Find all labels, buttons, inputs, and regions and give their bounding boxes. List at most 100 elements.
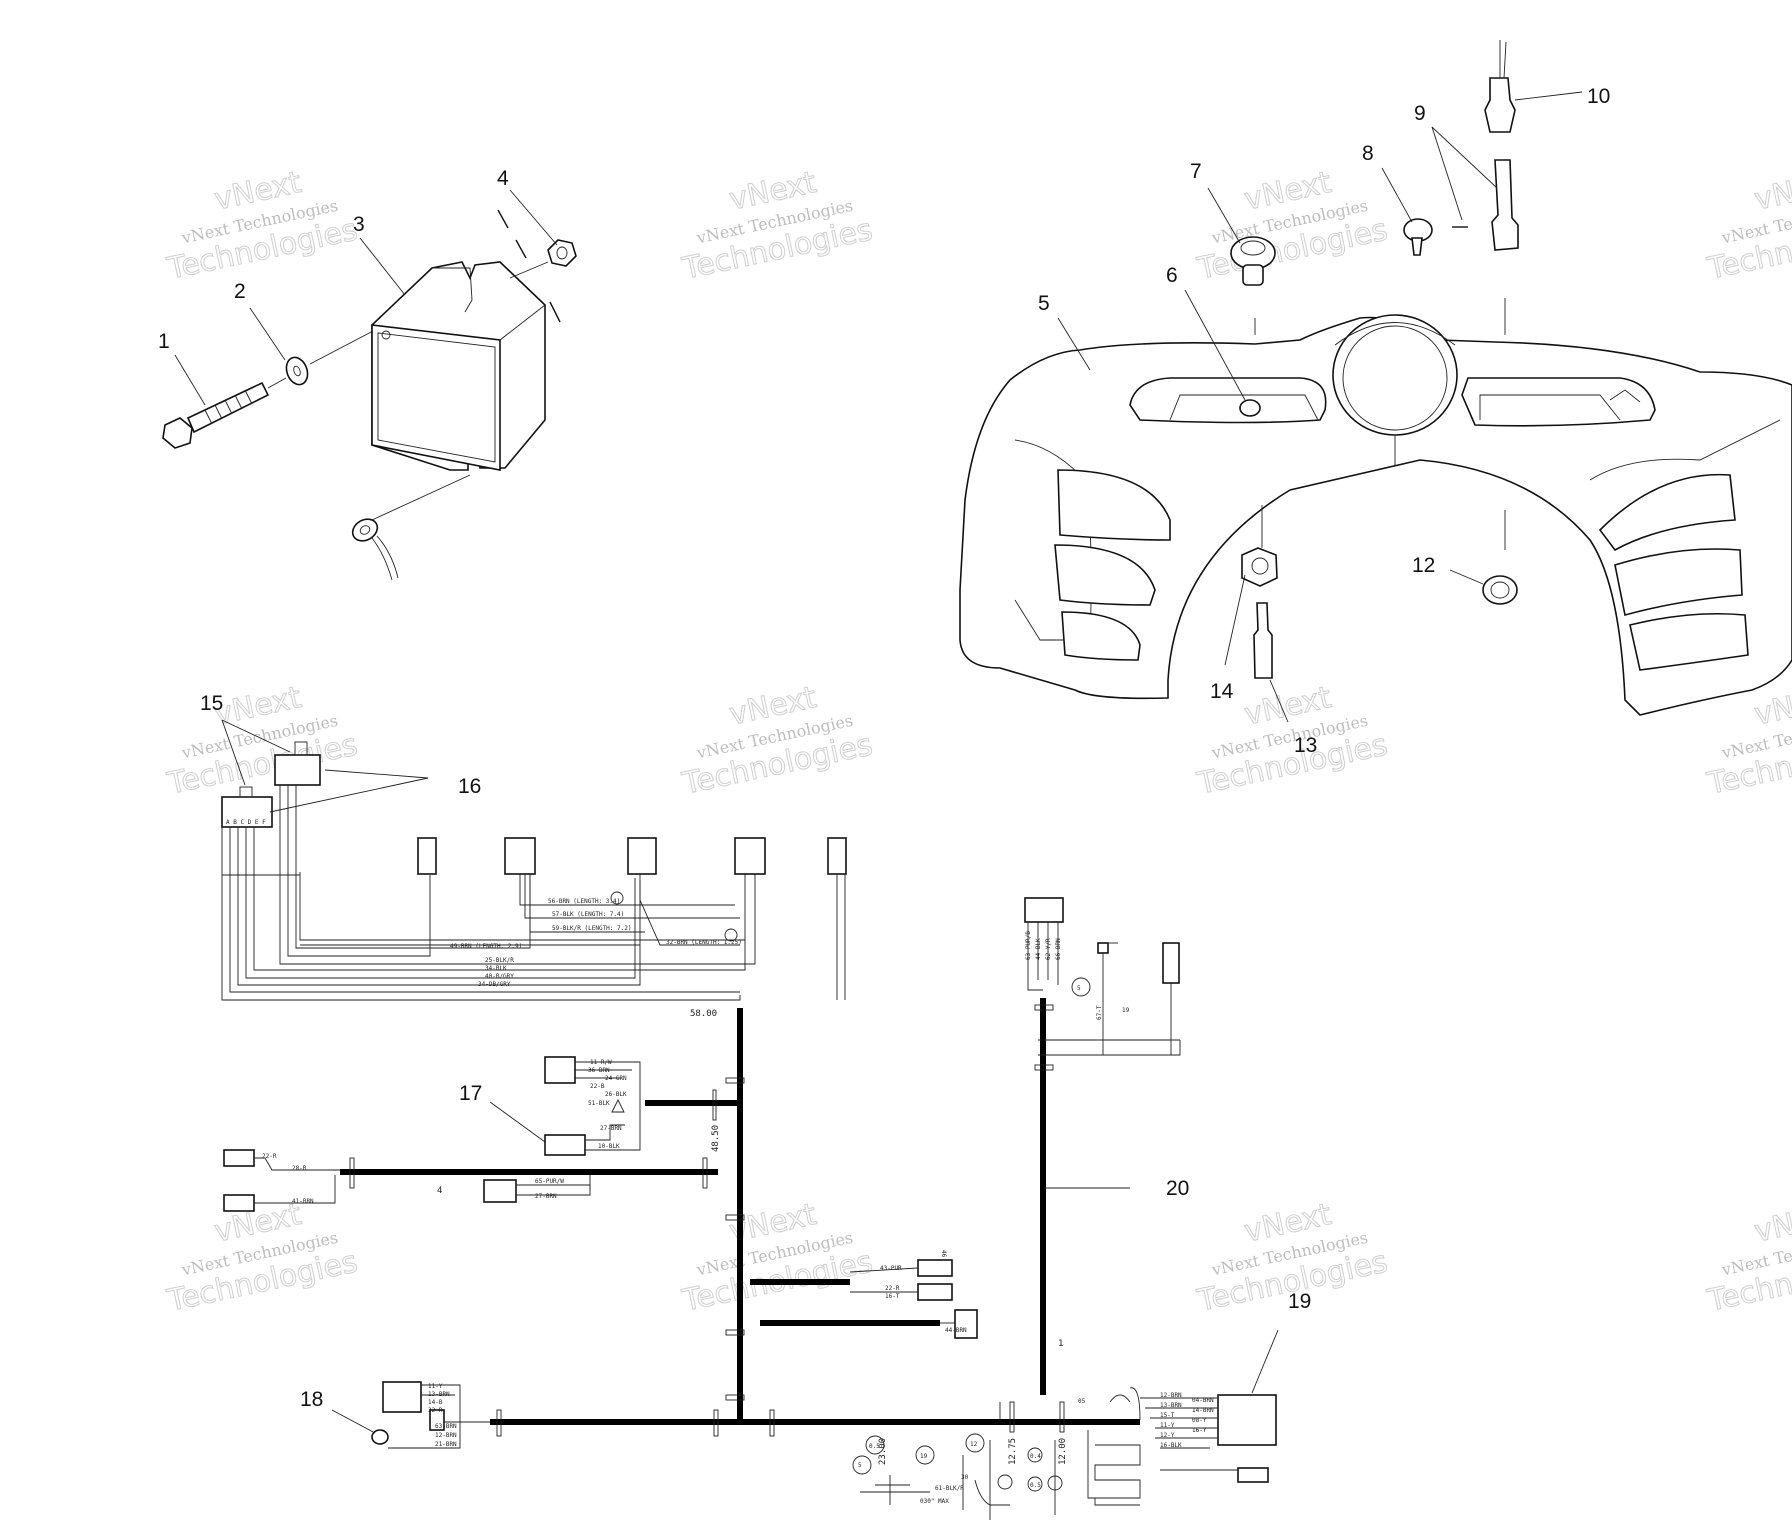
harness-clips [349, 1004, 1065, 1437]
connector-letters: A B C D E F [226, 819, 266, 826]
watermark-9: vNext vNext Technologies Technologies [163, 1197, 361, 1320]
wire-label-e2: 34-BLK [485, 965, 507, 972]
right-vent-pods [1589, 419, 1781, 671]
connector-17: 11-R/W 36-BRN 24-GRN 22-B 26-BLK 51-BLK … [544, 1056, 641, 1156]
dim-max: 030" MAX [920, 1498, 949, 1505]
panel-nut-b-part [1482, 575, 1518, 605]
nut-part [497, 209, 577, 323]
dim-58: 58.00 [690, 1009, 717, 1019]
wire-top-b: 44-BLK [1035, 938, 1042, 960]
label-46: 46 [940, 1250, 947, 1258]
bulb-socket-part [1253, 602, 1273, 679]
wire-17g: 27-BRN [600, 1125, 622, 1132]
wire-left-a: 22-R [262, 1153, 277, 1160]
dim-12-00: 12.00 [1058, 1438, 1068, 1465]
dim-23: 23.00 [878, 1438, 888, 1465]
wire-46c: 16-T [885, 1293, 900, 1300]
callout-14: 14 [1210, 680, 1234, 703]
wire-mid-b: 27-BRN [535, 1193, 557, 1200]
wire-d [639, 874, 740, 946]
callout-17: 17 [459, 1082, 482, 1105]
wire-17d: 22-B [590, 1083, 605, 1090]
circle-19: 19 [920, 1453, 928, 1460]
wire-19a: 12-BRN [1160, 1392, 1182, 1399]
circle-05a: 0.5 [869, 1443, 880, 1450]
wire-17f: 51-BLK [588, 1100, 610, 1107]
wire-19d: 11-Y [1160, 1422, 1175, 1429]
indicator-lamp-part [1239, 399, 1261, 417]
label-4: 4 [437, 1186, 442, 1196]
label-19: 19 [1122, 1007, 1130, 1014]
callout-8: 8 [1362, 142, 1374, 165]
wire-bot: 61-BLK/R [935, 1485, 964, 1492]
wire-17e: 26-BLK [605, 1091, 627, 1098]
wire-19e: 12-Y [1160, 1432, 1175, 1439]
connector-18: 11-Y 13-BRN 14-B 32-R 63-BRN 12-BRN 21-B… [371, 1381, 490, 1449]
leader-15b [221, 719, 291, 753]
watermark-text-a: vNext [1751, 165, 1792, 218]
middle-connector: 65-PUR/W 27-BRN [483, 1175, 591, 1203]
leader-17 [489, 1101, 546, 1143]
leader-7 [1207, 187, 1241, 244]
label-1: 1 [1058, 1339, 1063, 1349]
leader-1 [174, 354, 206, 406]
callout-6: 6 [1166, 264, 1178, 287]
leader-6 [1184, 289, 1246, 401]
watermark-4: vNext vNext Technologies Technologies [1703, 165, 1792, 288]
left-vent-pods [1014, 439, 1171, 661]
leader-16a [324, 769, 429, 779]
wire-19h: 14-BRN [1192, 1407, 1214, 1414]
wire-17c: 24-GRN [605, 1075, 627, 1082]
left-connectors: 22-R 28-R 41-BRN [223, 1149, 340, 1212]
callout-1: 1 [158, 330, 170, 353]
wire-18b: 13-BRN [428, 1391, 450, 1398]
callout-10: 10 [1587, 85, 1610, 108]
leader-10 [1514, 91, 1583, 101]
wire-top-c: 62-Y/R [1045, 938, 1052, 960]
wire-left-b: 28-R [292, 1165, 307, 1172]
watermark-6: vNext vNext Technologies Technologies [678, 680, 876, 803]
ground-terminal-part [351, 474, 471, 581]
leader-14 [1224, 574, 1246, 666]
watermark-3: vNext vNext Technologies Technologies [1193, 165, 1391, 288]
leader-8 [1381, 167, 1413, 223]
bolt-part [162, 381, 270, 449]
wire-top-d: 66-BRN [1055, 938, 1062, 960]
fuse-holder-part [1452, 159, 1519, 251]
label-05: 05 [1078, 1398, 1086, 1405]
dim-48: 48.50 [711, 1125, 721, 1152]
callout-9: 9 [1414, 102, 1426, 125]
leader-4 [509, 189, 558, 246]
wire-17a: 11-R/W [590, 1059, 612, 1066]
bottom-detail: 5 19 12 0.5 30 0.4 0.5 23.00 12.75 12.00… [852, 1394, 1141, 1520]
wire-19b: 13-BRN [1160, 1402, 1182, 1409]
wire-a [519, 874, 735, 906]
callout-5: 5 [1038, 292, 1050, 315]
wire-19i: 08-Y [1192, 1417, 1207, 1424]
push-rivet-part [1403, 218, 1433, 256]
gauge-pod-part [1332, 314, 1458, 436]
wire-18f: 12-BRN [435, 1432, 457, 1439]
upper-connectors [417, 837, 847, 1000]
wire-46d: 44-BRN [945, 1327, 967, 1334]
instrument-panel-assembly: 5 6 7 8 9 10 12 13 14 [959, 40, 1792, 757]
connector-19: 12-BRN 13-BRN 15-T 11-Y 12-Y 16-BLK 04-B… [1129, 1387, 1277, 1483]
circle-5-bottom: 5 [858, 1462, 862, 1469]
wiring-harness: A B C D E F 15 16 49-BRN (LENGTH: 2.9) 2… [200, 692, 1311, 1520]
callout-18: 18 [300, 1388, 323, 1411]
leader-12 [1449, 569, 1484, 585]
leader-15a [221, 719, 246, 786]
knob-part [1230, 236, 1276, 286]
leader-9b [1431, 126, 1498, 189]
wire-46a: 43-PUR [880, 1265, 902, 1272]
watermark-2: vNext vNext Technologies Technologies [678, 165, 876, 288]
wire-label-e1: 25-BLK/R [485, 957, 514, 964]
wire-18e: 63-BRN [435, 1423, 457, 1430]
leader-3 [359, 237, 406, 296]
connector-20-group: 5 19 63-PUR/B 44-BLK 62-Y/R 66-BRN 67-T [1024, 897, 1181, 1056]
wire-label-e4: 34-DB/GRY [478, 981, 511, 988]
wire-left-c: 41-BRN [292, 1198, 314, 1205]
watermark-10: vNext vNext Technologies Technologies [678, 1197, 876, 1320]
watermark-text-a: vNext [1751, 1197, 1792, 1250]
